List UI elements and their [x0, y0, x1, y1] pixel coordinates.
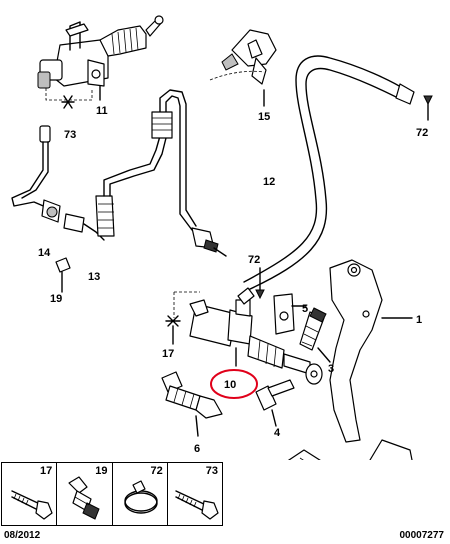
legend-number: 19 — [95, 465, 108, 477]
callout-12: 12 — [263, 176, 275, 188]
clutch-pedal-arm — [329, 259, 413, 460]
pedal-rubber-pad-part-2 — [287, 449, 321, 460]
callout-13: 13 — [88, 271, 100, 283]
screw-marker-73 — [45, 88, 93, 109]
fastener-legend: 17 19 72 73 — [1, 462, 223, 526]
callout-72-mid: 72 — [248, 254, 260, 266]
screw-icon — [175, 490, 219, 520]
bolt-marker-17 — [165, 315, 181, 345]
legend-number: 73 — [205, 465, 218, 477]
callout-15: 15 — [258, 111, 270, 123]
bracket-part-15 — [221, 29, 277, 107]
callout-6: 6 — [194, 443, 200, 455]
legend-number: 72 — [150, 465, 163, 477]
callout-11: 11 — [96, 105, 108, 117]
footer-reference: 00007277 — [399, 530, 445, 541]
legend-number: 17 — [40, 465, 53, 477]
callout-17: 17 — [162, 348, 174, 360]
switch-part-6 — [161, 371, 223, 437]
hydraulic-pipe-left — [11, 125, 167, 241]
pin-part-4 — [255, 379, 295, 427]
bolt-icon — [11, 490, 53, 520]
arrow-marker-72-mid — [255, 267, 265, 300]
footer-date: 08/2012 — [4, 530, 41, 541]
arrow-marker-72-top — [423, 95, 433, 121]
callout-73: 73 — [64, 129, 76, 141]
pedal-switch-part-3 — [299, 307, 331, 363]
legend-cell-72: 72 — [113, 463, 168, 525]
hose-clamp-icon — [123, 480, 158, 514]
clip-part-19 — [55, 257, 71, 293]
legend-cell-17: 17 — [2, 463, 58, 525]
callout-72-top: 72 — [416, 127, 428, 139]
clutch-master-cylinder — [37, 15, 164, 101]
callout-5: 5 — [302, 303, 308, 315]
callout-14: 14 — [38, 247, 51, 259]
callout-10: 10 — [224, 379, 236, 391]
reservoir-hose-12 — [209, 55, 415, 291]
callout-3: 3 — [328, 363, 334, 375]
legend-cell-19: 19 — [57, 463, 113, 525]
callout-4: 4 — [274, 427, 281, 439]
bracket-part-5 — [273, 293, 307, 335]
clip-icon — [68, 476, 100, 520]
clutch-slave-cylinder — [173, 287, 323, 385]
hydraulic-pipe-upper — [151, 89, 227, 257]
callout-1: 1 — [416, 314, 422, 326]
highlight-ring-10 — [210, 369, 258, 399]
legend-cell-73: 73 — [168, 463, 222, 525]
callout-19: 19 — [50, 293, 62, 305]
exploded-parts-diagram: 1 2 3 4 5 6 10 11 12 13 14 15 17 19 72 7… — [11, 15, 433, 460]
